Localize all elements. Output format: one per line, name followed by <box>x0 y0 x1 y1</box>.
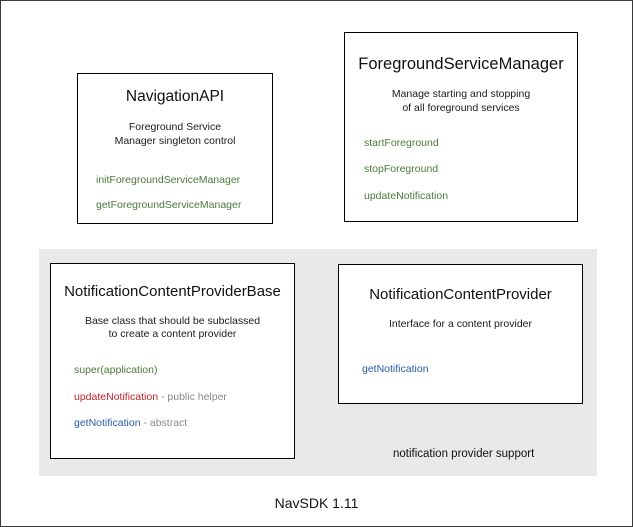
member-name: getForegroundServiceManager <box>96 199 242 212</box>
diagram-caption: NavSDK 1.11 <box>274 495 359 511</box>
group-panel-label: notification provider support <box>393 448 535 460</box>
member-name: stopForeground <box>364 163 439 176</box>
class-description-line: Interface for a content provider <box>389 317 532 330</box>
class-box-navigation-api[interactable]: NavigationAPI Foreground Service Manager… <box>77 73 273 224</box>
class-title: NotificationContentProviderBase <box>64 283 281 300</box>
member-name: updateNotification <box>74 390 159 403</box>
class-box-notification-content-provider-base[interactable]: NotificationContentProviderBase Base cla… <box>50 263 295 459</box>
member-list: initForegroundServiceManager getForegrou… <box>86 174 264 212</box>
member-item[interactable]: startForeground <box>364 137 569 150</box>
member-item[interactable]: getForegroundServiceManager <box>96 199 264 212</box>
member-name: super(application) <box>74 364 158 377</box>
member-item[interactable]: super(application) <box>74 364 288 377</box>
member-item[interactable]: updateNotification - public helper <box>74 391 288 404</box>
member-name: getNotification <box>74 417 141 430</box>
member-note: - public helper <box>158 390 227 403</box>
class-description-line: of all foreground services <box>402 102 520 114</box>
class-title: NavigationAPI <box>125 88 225 105</box>
member-item[interactable]: updateNotification <box>364 190 569 203</box>
member-name: updateNotification <box>364 190 449 203</box>
class-description-line: Manager singleton control <box>114 134 236 147</box>
member-list: startForeground stopForeground updateNot… <box>353 137 569 203</box>
member-name: startForeground <box>364 136 439 149</box>
class-description: Base class that should be subclassed to … <box>57 315 288 343</box>
class-description: Foreground Service Manager singleton con… <box>86 121 264 149</box>
member-list: super(application) updateNotification - … <box>57 364 288 430</box>
member-item[interactable]: getNotification <box>362 363 576 376</box>
class-description-line: Foreground Service <box>128 121 222 134</box>
class-title: ForegroundServiceManager <box>358 55 564 73</box>
class-box-foreground-service-manager[interactable]: ForegroundServiceManager Manage starting… <box>344 32 578 222</box>
member-name: getNotification <box>362 363 429 376</box>
member-list: getNotification <box>345 363 576 376</box>
class-description-line: Base class that should be subclassed <box>84 314 261 327</box>
member-item[interactable]: initForegroundServiceManager <box>96 174 264 187</box>
class-description: Interface for a content provider <box>345 318 576 332</box>
class-title: NotificationContentProvider <box>369 286 552 303</box>
member-note: - abstract <box>140 417 188 430</box>
class-description: Manage starting and stopping of all fore… <box>353 88 569 116</box>
class-box-notification-content-provider[interactable]: NotificationContentProvider Interface fo… <box>338 264 583 404</box>
member-item[interactable]: stopForeground <box>364 163 569 176</box>
member-name: initForegroundServiceManager <box>96 173 241 186</box>
class-description-line: to create a content provider <box>108 328 237 341</box>
class-description-line: Manage starting and stopping <box>391 88 531 101</box>
member-item[interactable]: getNotification - abstract <box>74 417 288 430</box>
